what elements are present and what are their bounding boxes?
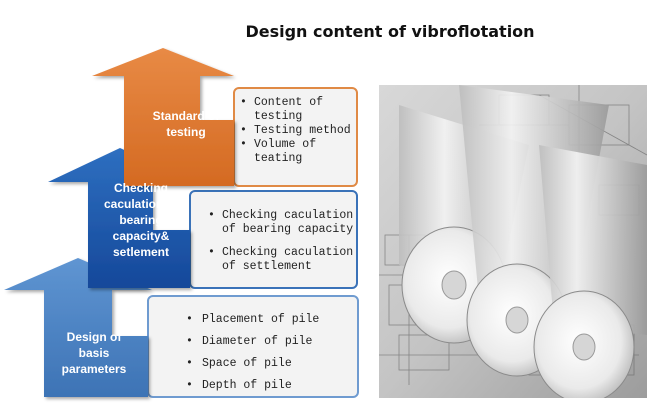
list-item: Diameter of pile <box>186 335 356 349</box>
list-item: Testing method <box>240 124 355 138</box>
step-1-arrow <box>92 48 234 186</box>
list-item: Volume of teating <box>240 138 355 166</box>
step-1-label: Standard of testing <box>152 109 220 139</box>
step-3-items: Placement of pile Diameter of pile Space… <box>186 313 356 393</box>
list-item: Placement of pile <box>186 313 356 327</box>
step-2-items: Checking caculation of bearing capacity … <box>208 209 354 274</box>
step-2-label: Checking caculation of bearing capacity&… <box>103 181 178 259</box>
list-item: Checking caculation of bearing capacity <box>208 209 354 237</box>
step-3-arrow <box>4 258 152 397</box>
list-item: Depth of pile <box>186 379 356 393</box>
list-item: Space of pile <box>186 357 356 371</box>
step-3-label: Design of basis parameters <box>61 330 127 376</box>
list-item: Content of testing <box>240 96 355 124</box>
rolled-blueprints-photo <box>379 85 647 398</box>
list-item: Checking caculation of settlement <box>208 246 354 274</box>
diagram-title: Design content of vibroflotation <box>245 22 535 41</box>
step-1-items: Content of testing Testing method Volume… <box>240 96 355 166</box>
step-2-arrow <box>48 148 193 288</box>
